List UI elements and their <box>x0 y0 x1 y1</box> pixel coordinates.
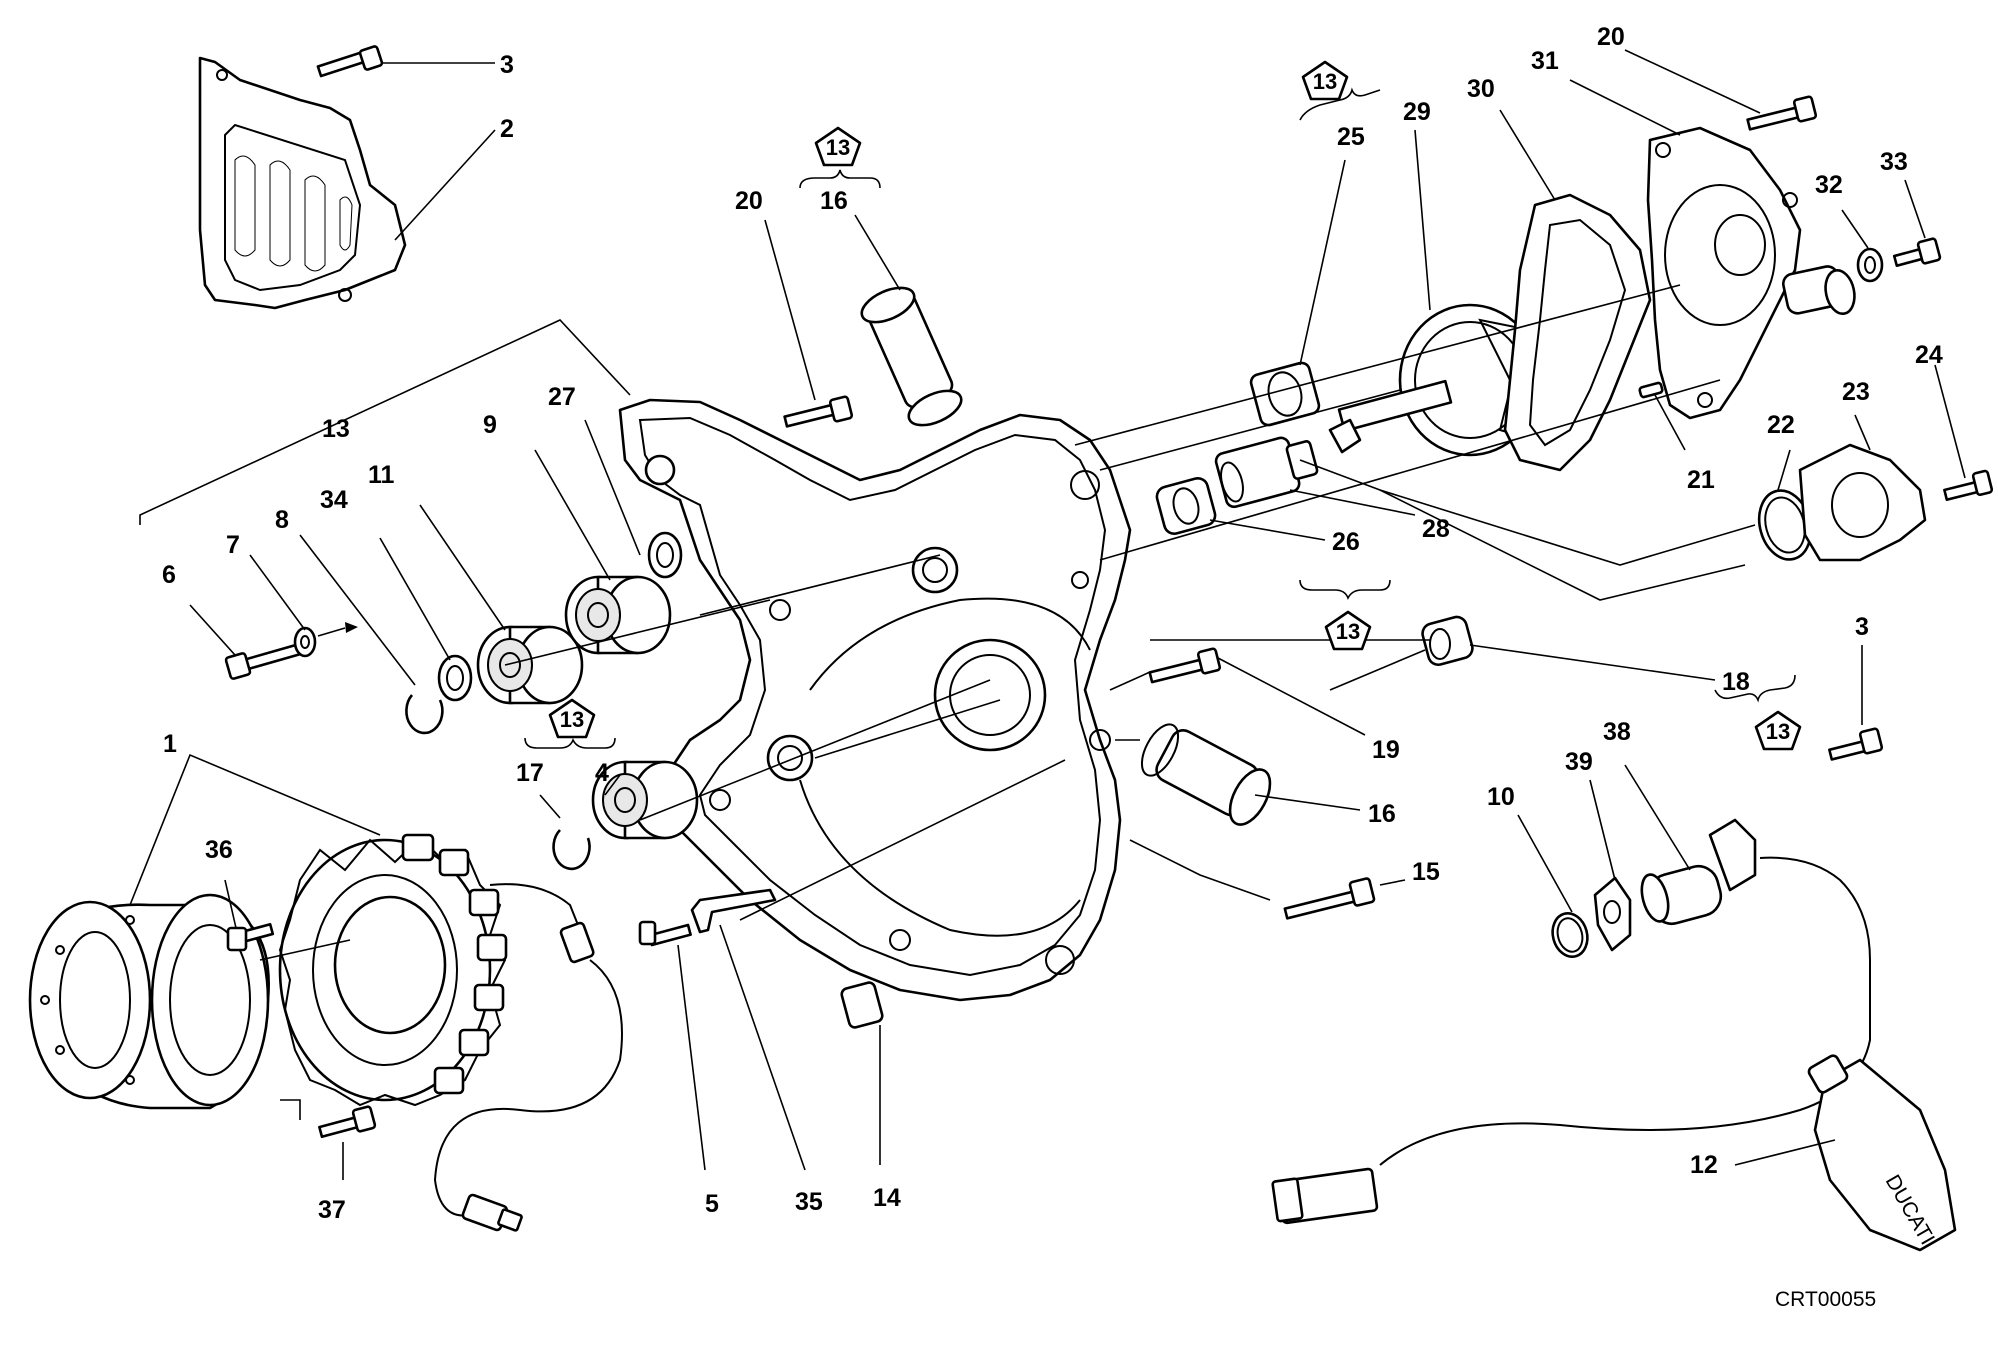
seal-18-part <box>1421 615 1474 667</box>
callout-32: 32 <box>1815 171 1843 199</box>
flange-group <box>1757 443 1994 562</box>
callout-25: 25 <box>1337 123 1365 151</box>
kit-brackets <box>524 87 1796 749</box>
callout-37: 37 <box>318 1196 346 1224</box>
generator-group <box>28 833 623 1232</box>
water-pump-group <box>1155 95 1942 535</box>
callout-26: 26 <box>1332 528 1360 556</box>
callout-34: 34 <box>320 486 348 514</box>
callout-6: 6 <box>162 561 176 589</box>
callout-38: 38 <box>1603 718 1631 746</box>
sealant-tube-part: DUCATI <box>1807 1054 1957 1252</box>
callout-30: 30 <box>1467 75 1495 103</box>
callout-39: 39 <box>1565 748 1593 776</box>
cover-screw-20-part <box>783 395 854 428</box>
callout-18: 18 <box>1722 668 1750 696</box>
svg-text:13: 13 <box>1336 619 1360 644</box>
cover-screw-part <box>316 45 384 78</box>
svg-text:13: 13 <box>1313 69 1337 94</box>
callout-11: 11 <box>368 461 395 489</box>
reference-code: CRT00055 <box>1775 1288 1876 1311</box>
clip-35-part <box>638 888 777 947</box>
svg-text:13: 13 <box>826 135 850 160</box>
callout-8: 8 <box>275 506 289 534</box>
pickup-sensor-group <box>1271 727 1884 1225</box>
callout-5: 5 <box>705 1190 719 1218</box>
callout-3-right: 3 <box>1855 613 1869 641</box>
kit-badge-18: 13 <box>1754 710 1802 751</box>
callout-12: 12 <box>1690 1151 1718 1179</box>
callout-28: 28 <box>1422 515 1450 543</box>
callout-10: 10 <box>1487 783 1515 811</box>
callout-4: 4 <box>595 759 609 787</box>
callout-17: 17 <box>516 759 544 787</box>
callout-33: 33 <box>1880 148 1908 176</box>
screw-15-part <box>1283 877 1376 920</box>
kit-badge-16: 13 <box>814 126 862 167</box>
callout-16-right: 16 <box>1368 800 1396 828</box>
screw-19-part <box>1148 647 1222 684</box>
callout-31: 31 <box>1531 47 1559 75</box>
callout-35: 35 <box>795 1188 823 1216</box>
callout-16-top: 16 <box>820 187 848 215</box>
bearing-group <box>224 531 699 871</box>
bushing-right-part <box>1140 723 1272 826</box>
callout-19: 19 <box>1372 736 1400 764</box>
kit-badge-26: 13 <box>1324 610 1372 651</box>
callout-20-left: 20 <box>735 187 763 215</box>
callout-27: 27 <box>548 383 576 411</box>
callout-7: 7 <box>226 531 240 559</box>
callout-22: 22 <box>1767 411 1795 439</box>
callout-13-main: 13 <box>322 415 350 443</box>
callout-29: 29 <box>1403 98 1431 126</box>
svg-text:13: 13 <box>1766 719 1790 744</box>
callout-24: 24 <box>1915 341 1943 369</box>
generator-cover-part <box>618 398 1132 1002</box>
callout-14: 14 <box>873 1184 901 1212</box>
callout-labels: 3 2 13 6 7 8 34 11 9 27 20 16 17 4 1 36 … <box>162 23 1943 1224</box>
callout-1: 1 <box>163 730 177 758</box>
bushing-top-part <box>860 286 963 427</box>
callout-15: 15 <box>1412 858 1440 886</box>
callout-21: 21 <box>1687 466 1715 494</box>
svg-text:13: 13 <box>560 707 584 732</box>
leader-lines <box>129 49 1966 1180</box>
dowel-14-part <box>840 981 884 1029</box>
callout-3-top: 3 <box>500 51 514 79</box>
kit-badge-25: 13 <box>1301 60 1349 101</box>
callout-20-right: 20 <box>1597 23 1625 51</box>
callout-23: 23 <box>1842 378 1870 406</box>
sprocket-cover-part <box>198 56 407 310</box>
callout-9: 9 <box>483 411 497 439</box>
kit-badge-4: 13 <box>548 698 596 739</box>
callout-2: 2 <box>500 115 514 143</box>
callout-36: 36 <box>205 836 233 864</box>
